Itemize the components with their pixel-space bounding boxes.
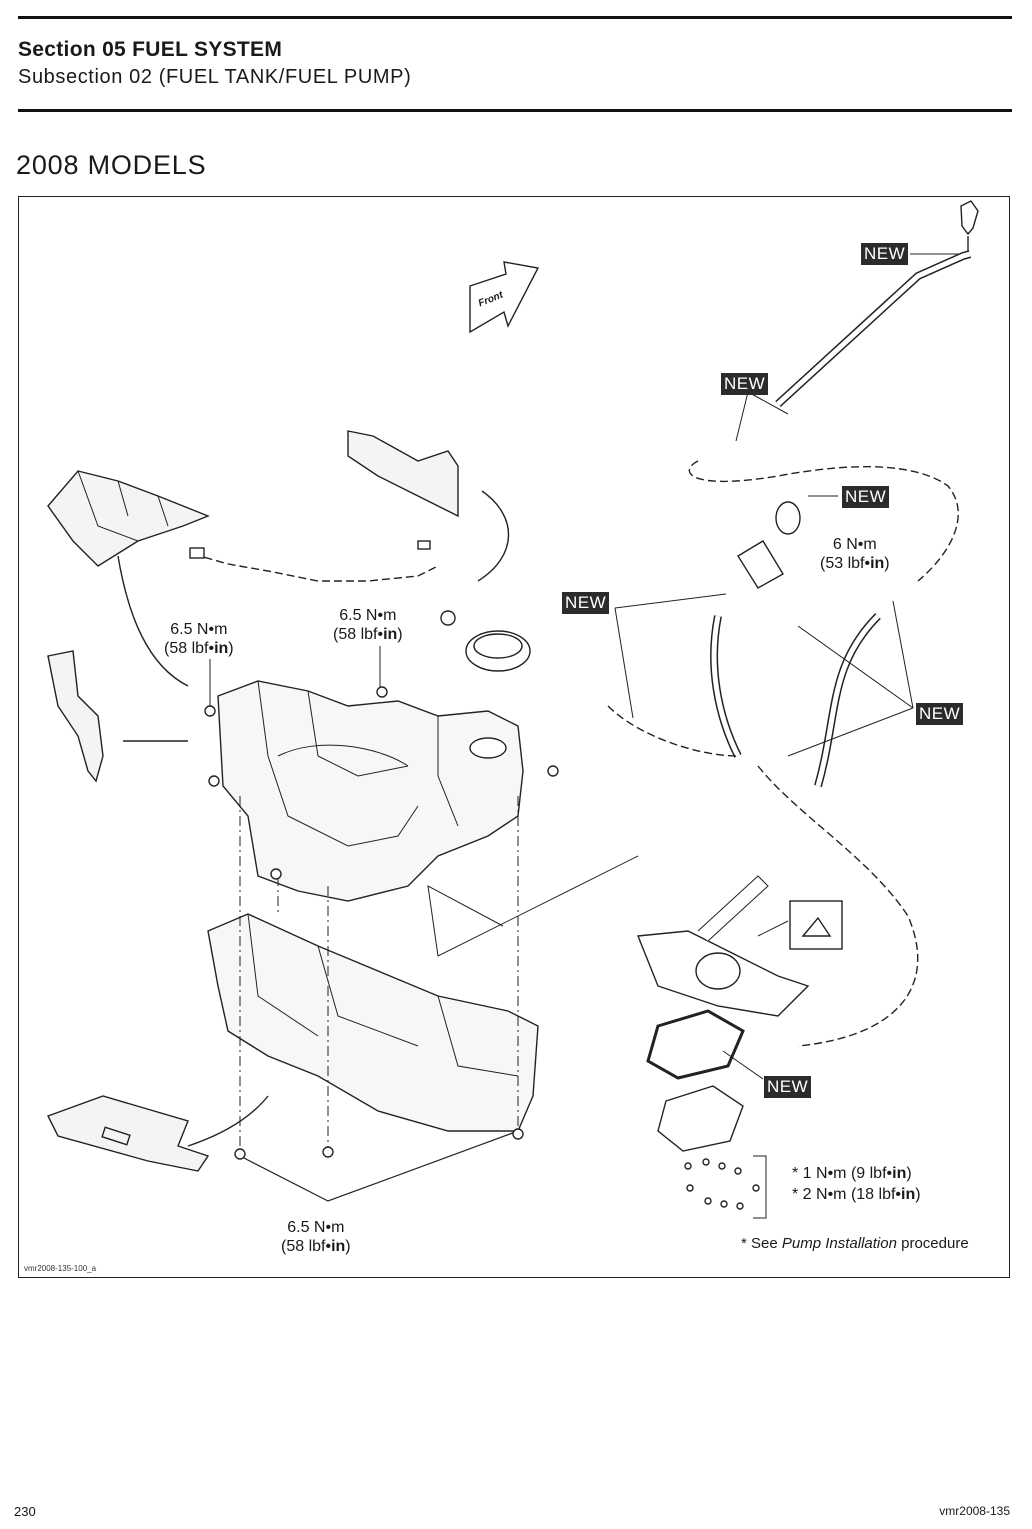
torque-label-bottom: 6.5 N•m (58 lbf•in): [281, 1219, 351, 1255]
new-badge-filter: NEW: [842, 486, 890, 508]
left-cover-panel: [47, 470, 210, 567]
fuel-pump-assembly: [637, 875, 810, 1017]
top-fitting: [960, 200, 979, 236]
page-number: 230: [14, 1504, 36, 1519]
side-panel: [47, 650, 104, 783]
page-title: 2008 MODELS: [16, 150, 207, 180]
see-procedure-note: * See Pump Installation procedure: [741, 1235, 969, 1252]
bottom-guard: [47, 1095, 210, 1172]
fuel-filter: [737, 501, 801, 589]
pump-screws: [684, 1158, 760, 1210]
fuel-cap: [465, 630, 531, 672]
header-bottom-rule: [18, 109, 1012, 112]
bolts: [204, 610, 559, 1160]
new-badge-gasket: NEW: [764, 1076, 812, 1098]
new-badge-hose: NEW: [721, 373, 769, 395]
section-title: Section 05 FUEL SYSTEM: [18, 38, 283, 61]
fuel-tank: [217, 680, 524, 902]
torque-label-filter: 6 N•m (53 lbf•in): [820, 536, 890, 572]
front-arrow-icon: [469, 261, 540, 334]
subsection-title: Subsection 02 (FUEL TANK/FUEL PUMP): [18, 66, 412, 88]
exploded-view-diagram: [47, 200, 979, 1219]
new-badge-right-clamps: NEW: [916, 703, 964, 725]
pump-torque-note-1: * 1 N•m (9 lbf•in): [792, 1165, 912, 1182]
new-badge-left-clamps: NEW: [562, 592, 610, 614]
pump-ring: [657, 1085, 744, 1152]
pump-inset: [789, 900, 843, 950]
fuel-line-top: [192, 553, 439, 582]
lower-tray: [207, 913, 539, 1132]
diagram-frame: [18, 196, 1010, 1278]
new-badge-top: NEW: [861, 243, 909, 265]
header-top-rule: [18, 16, 1012, 19]
torque-label-left: 6.5 N•m (58 lbf•in): [164, 621, 234, 657]
top-cover-panel: [347, 430, 459, 518]
document-code: vmr2008-135: [939, 1504, 1010, 1518]
torque-label-center: 6.5 N•m (58 lbf•in): [333, 607, 403, 643]
figure-reference-code: vmr2008-135-100_a: [24, 1264, 97, 1273]
pump-torque-note-2: * 2 N•m (18 lbf•in): [792, 1186, 921, 1203]
pump-gasket: [646, 1009, 745, 1080]
fuel-hose: [688, 250, 972, 582]
